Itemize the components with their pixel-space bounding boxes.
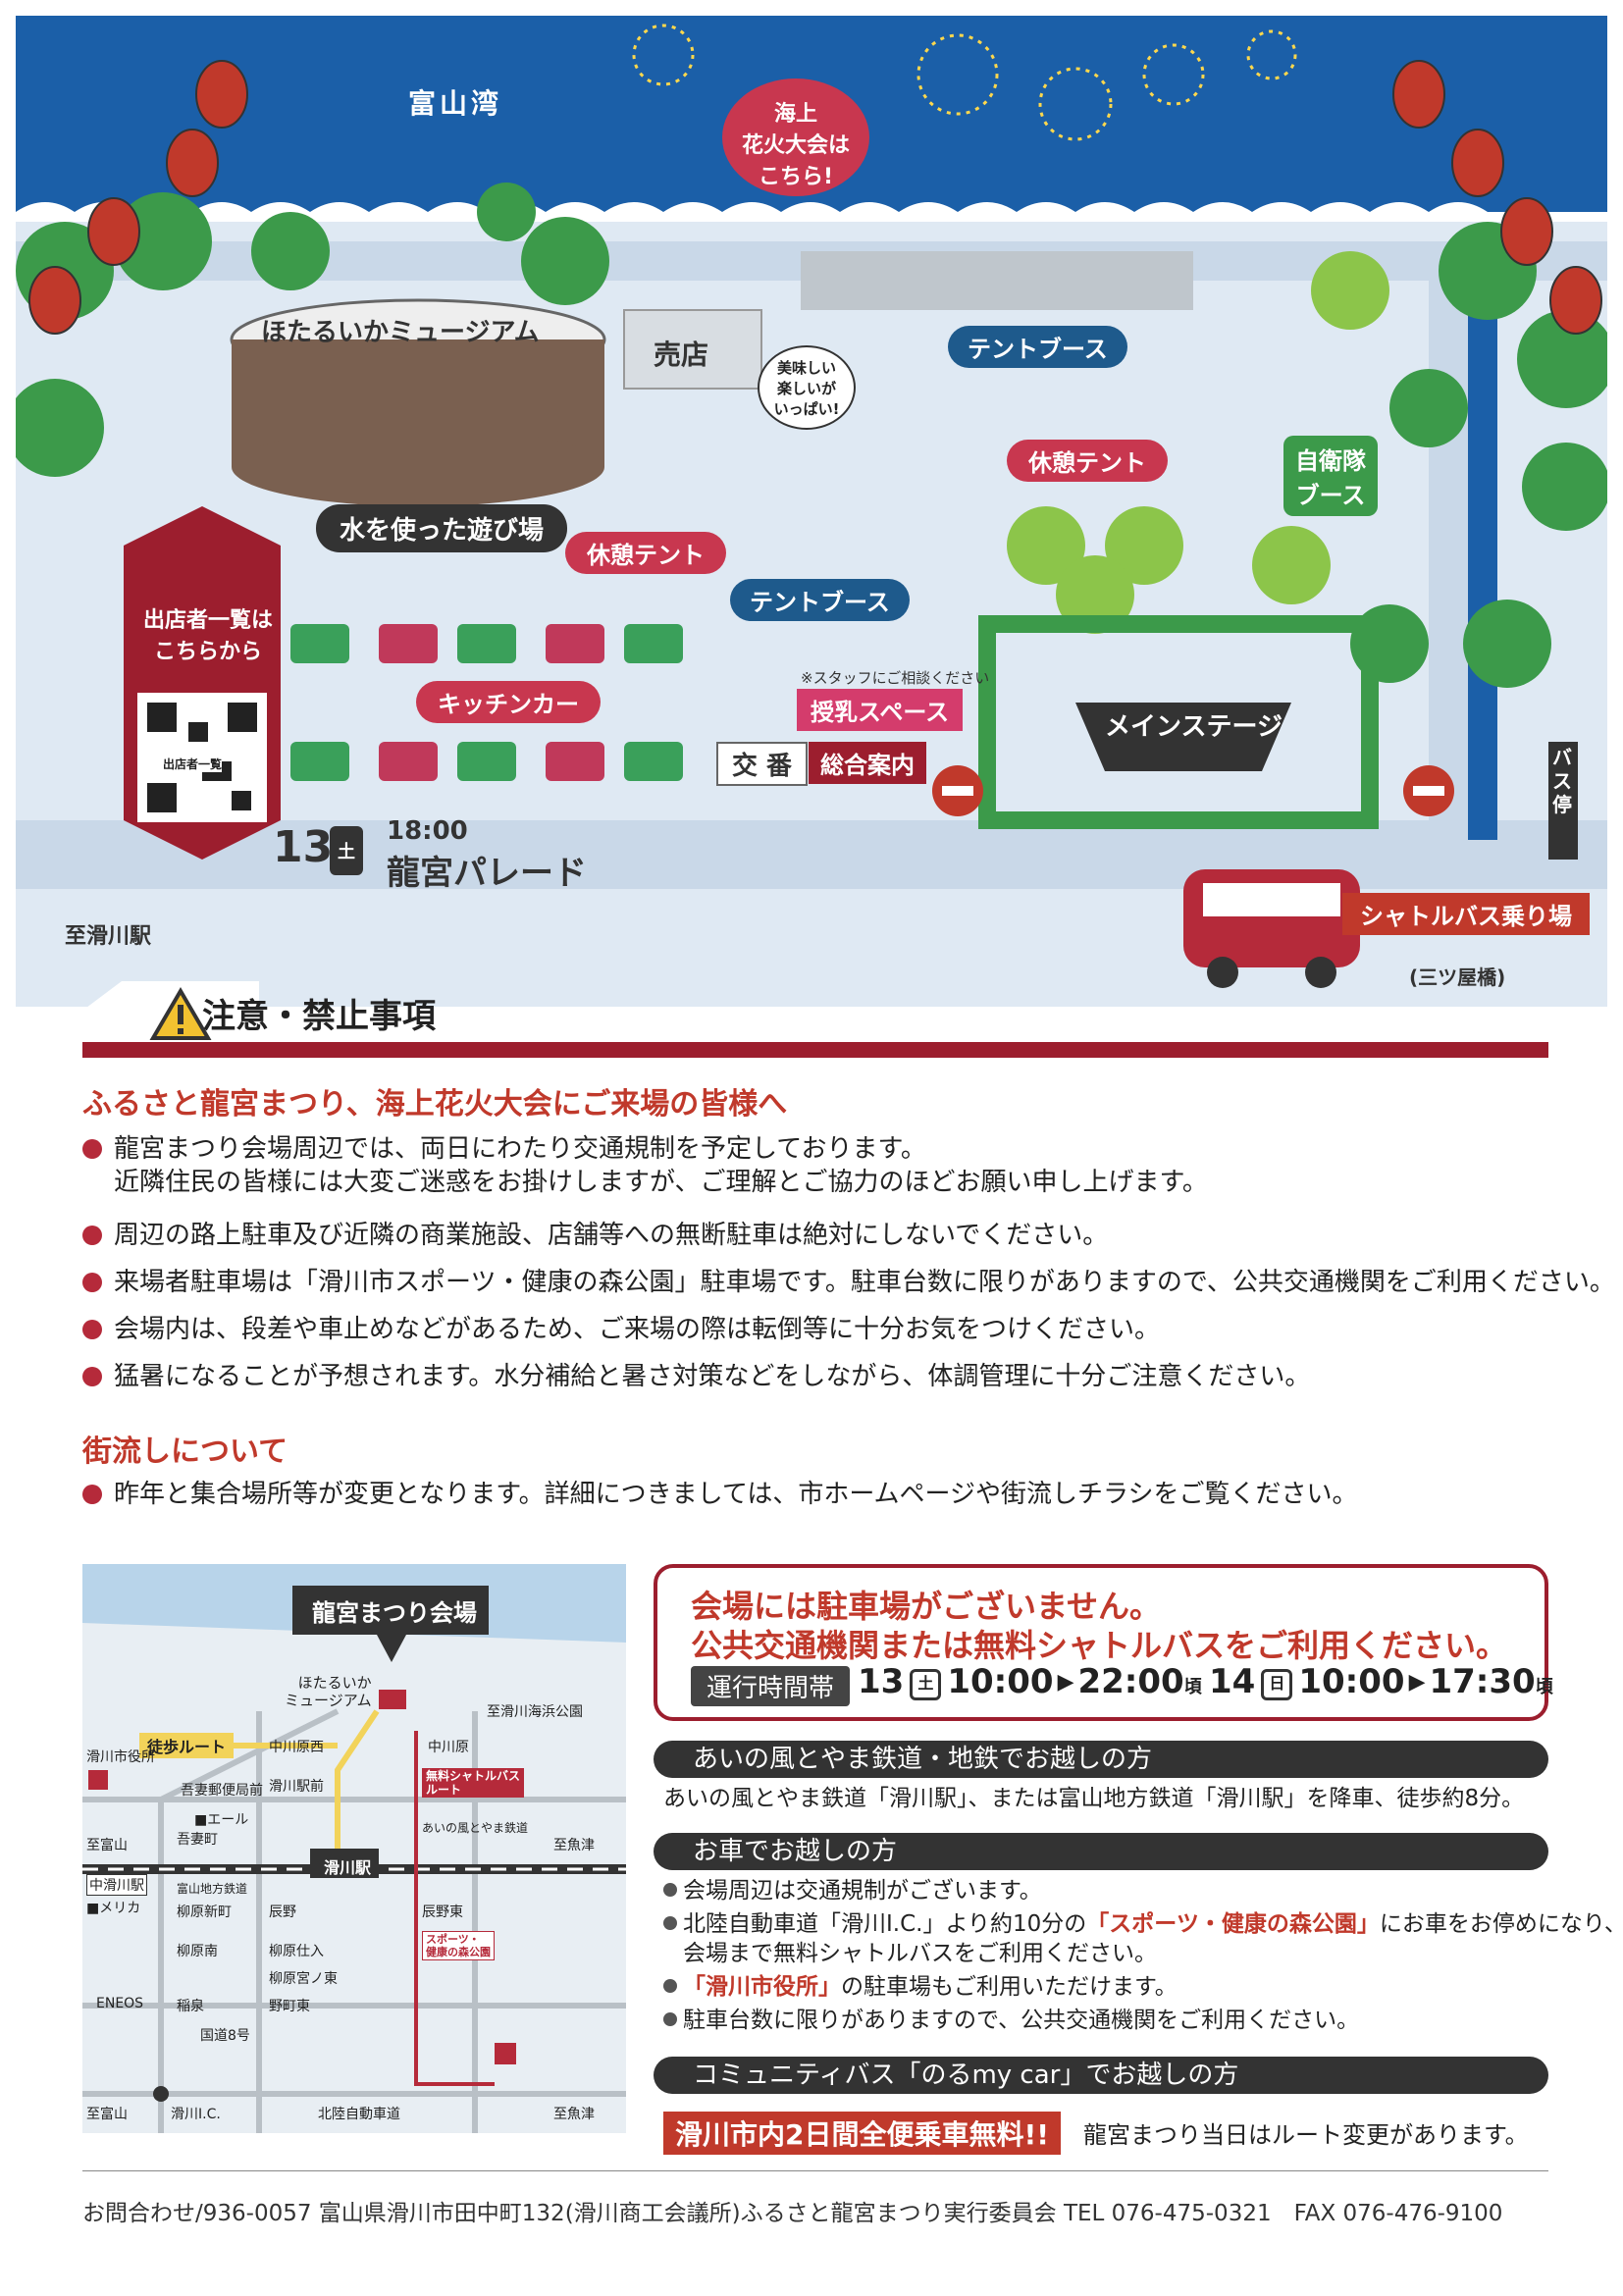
kitchen-car-label: キッチンカー [416, 681, 601, 723]
place-sports-park: スポーツ・ 健康の森公園 [422, 1931, 495, 1960]
place-ainokaze: あいの風とやま鉄道 [422, 1821, 529, 1835]
parade-day: 13 [273, 822, 334, 872]
parade-name: 龍宮パレード [387, 854, 587, 893]
notice-item-4: 会場内は、段差や車止めなどがあるため、ご来場の際は転倒等に十分お気をつけください… [82, 1313, 1160, 1346]
festival-map: 富山湾 海上 花火大会は こちら! ほたるいかミュージアム 売店 美味しい 楽し… [16, 16, 1607, 1007]
car-item-2: 北陸自動車道「滑川I.C.」より約10分の「スポーツ・健康の森公園」にお車をお停… [663, 1909, 1623, 1939]
place-merika: ■メリカ [86, 1901, 141, 1916]
car-item-1: 会場周辺は交通規制がございます。 [663, 1876, 1042, 1905]
place-naka-station: 中滑川駅 [86, 1874, 147, 1896]
place-ael: ■エール [194, 1812, 249, 1828]
place-yanagihara-minami: 柳原南 [177, 1944, 218, 1959]
notice-heading: ふるさと龍宮まつり、海上花火大会にご来場の皆様へ [82, 1087, 788, 1122]
place-nomachi-higashi: 野町東 [269, 1999, 310, 2014]
free-ride-badge: 滑川市内2日間全便乗車無料!! [663, 2112, 1062, 2155]
bus-stop-label: バス停 [1552, 746, 1572, 816]
tent-booth-label-1: テントブース [948, 326, 1127, 368]
tent-booth-label-2: テントブース [730, 579, 910, 621]
route-change-note: 龍宮まつり当日はルート変更があります。 [1083, 2121, 1529, 2149]
place-route-8: 国道8号 [200, 2028, 250, 2044]
place-azuma: 吾妻町 [177, 1832, 218, 1848]
contact-footer: お問合わせ/936-0057 富山県滑川市田中町132(滑川商工会議所)ふるさと… [82, 2201, 1503, 2226]
place-to-toyama-2: 至富山 [86, 2107, 128, 2122]
bay-label: 富山湾 [408, 87, 503, 120]
car-item-4: 駐車台数に限りがありますので、公共交通機関をご利用ください。 [663, 2006, 1359, 2035]
station-label: 滑川駅 [324, 1858, 372, 1877]
notice-title: 注意・禁止事項 [202, 997, 436, 1036]
train-heading: あいの風とやま鉄道・地鉄でお越しの方 [654, 1741, 1548, 1778]
parade-heading: 街流しについて [82, 1435, 288, 1469]
place-station-front: 滑川駅前 [269, 1779, 324, 1795]
car-item-2-cont: 会場まで無料シャトルバスをご利用ください。 [683, 1941, 1157, 1966]
footer-divider [82, 2170, 1548, 2171]
rest-tent-label-1: 休憩テント [1007, 440, 1168, 482]
parking-notice-box: 会場には駐車場がございません。 公共交通機関または無料シャトルバスをご利用くださ… [654, 1564, 1553, 1721]
parking-line-1: 会場には駐車場がございません。 [691, 1588, 1162, 1625]
place-chiho-railway: 富山地方鉄道 [177, 1882, 248, 1896]
shuttle-stop-label: シャトルバス乗り場 [1342, 893, 1590, 935]
main-stage-label: メインステージ [1105, 712, 1283, 742]
museum-label: ほたるいかミュージアム [261, 318, 540, 347]
access-museum-label: ほたるいか ミュージアム [285, 1674, 372, 1709]
notice-item-3: 来場者駐車場は「滑川市スポーツ・健康の森公園」駐車場です。駐車台数に限りがありま… [82, 1266, 1615, 1299]
parking-line-2: 公共交通機関または無料シャトルバスをご利用ください。 [691, 1627, 1508, 1664]
notice-item-1: 龍宮まつり会場周辺では、両日にわたり交通規制を予定しております。近隣住民の皆様に… [82, 1132, 1208, 1199]
shuttle-location: (三ツ屋橋) [1409, 965, 1506, 989]
parade-time: 18:00 [387, 816, 468, 846]
place-tatsuno-higashi: 辰野東 [422, 1905, 463, 1920]
place-beach-park: 至滑川海浜公園 [487, 1704, 583, 1720]
place-nakagawara-nishi: 中川原西 [269, 1740, 324, 1755]
hours-label: 運行時間帯 [691, 1666, 851, 1706]
parade-item: 昨年と集合場所等が変更となります。詳細につきましては、市ホームページや街流しチラ… [82, 1478, 1358, 1511]
nursing-label: 授乳スペース [797, 689, 964, 731]
shuttle-route-label: 無料シャトルバス ルート [422, 1768, 525, 1798]
place-inazumi: 稲泉 [177, 1999, 204, 2014]
notice-item-5: 猛暑になることが予想されます。水分補給と暑さ対策などをしながら、体調管理に十分ご… [82, 1360, 1310, 1393]
place-yanagihara-niire: 柳原仕入 [269, 1944, 324, 1959]
sdf-booth-label: 自衛隊 ブース [1283, 436, 1378, 516]
place-city-hall: 滑川市役所 [86, 1749, 155, 1765]
parade-dow: 土 [338, 842, 355, 862]
place-expressway: 北陸自動車道 [318, 2107, 400, 2122]
speech-bubble: 美味しい 楽しいが いっぱい! [758, 345, 856, 430]
community-bus-heading: コミュニティバス「のるmy car」でお越しの方 [654, 2057, 1548, 2094]
place-nakagawara: 中川原 [428, 1740, 469, 1755]
place-to-toyama: 至富山 [86, 1838, 128, 1853]
place-yanagihara-shinmachi: 柳原新町 [177, 1905, 232, 1920]
access-map: 龍宮まつり会場 ほたるいか ミュージアム 徒歩ルート 無料シャトルバス ルート … [82, 1564, 626, 2133]
notice-item-2: 周辺の路上駐車及び近隣の商業施設、店舗等への無断駐車は絶対にしないでください。 [82, 1219, 1108, 1252]
fireworks-balloon: 海上 花火大会は こちら! [722, 78, 869, 196]
place-to-uozu-2: 至魚津 [553, 2107, 595, 2122]
walk-route-label: 徒歩ルート [139, 1733, 235, 1758]
to-station-label: 至滑川駅 [65, 924, 152, 949]
train-text: あいの風とやま鉄道「滑川駅」、または富山地方鉄道「滑川駅」を降車、徒歩約8分。 [663, 1786, 1525, 1811]
place-post-office: 吾妻郵便局前 [181, 1783, 263, 1799]
info-desk-label: 総合案内 [809, 742, 926, 784]
venue-label: 龍宮まつり会場 [312, 1599, 477, 1627]
nursing-note: ※スタッフにご相談ください [801, 669, 990, 687]
place-to-uozu: 至魚津 [553, 1838, 595, 1853]
notice-divider [82, 1042, 1548, 1058]
water-play-label: 水を使った遊び場 [316, 504, 568, 552]
shop-label: 売店 [654, 339, 709, 371]
qr-code[interactable]: 出店者一覧 [163, 756, 223, 772]
car-heading: お車でお越しの方 [654, 1833, 1548, 1870]
place-yanagihara-miyanohigashi: 柳原宮ノ東 [269, 1971, 338, 1987]
vendor-list-label: 出店者一覧は こちらから [142, 608, 273, 664]
car-item-3: 「滑川市役所」の駐車場もご利用いただけます。 [663, 1972, 1178, 2002]
place-eneos: ENEOS [96, 1996, 144, 2011]
place-ic: 滑川I.C. [171, 2107, 221, 2122]
place-tatsuno: 辰野 [269, 1905, 296, 1920]
rest-tent-label-2: 休憩テント [565, 532, 726, 574]
police-box-label: 交 番 [716, 742, 809, 786]
